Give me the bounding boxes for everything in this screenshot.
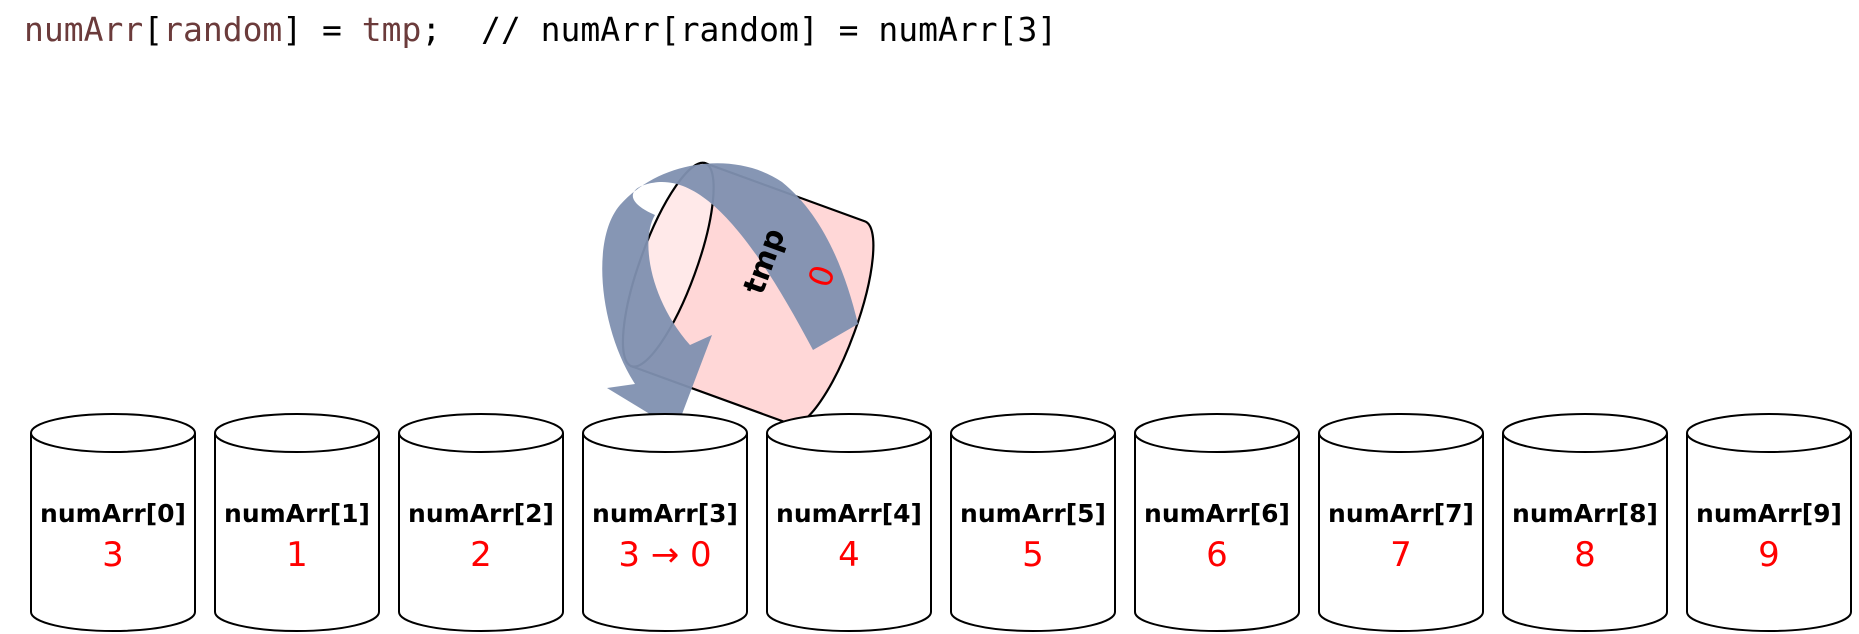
array-cylinder-value: 3 → 0 [618, 535, 711, 575]
array-cylinder-top [214, 413, 380, 453]
array-cylinder-body [1502, 433, 1668, 632]
array-cylinder-label: numArr[6] [1144, 499, 1290, 528]
array-cylinder-label: numArr[3] [592, 499, 738, 528]
array-cylinder-value: 2 [470, 535, 492, 575]
code-token-tmp: tmp [361, 10, 422, 49]
array-cylinder-top [398, 413, 564, 453]
pour-arrow-icon [602, 163, 858, 430]
array-cylinder-top [766, 413, 932, 453]
array-cylinder-label: numArr[1] [224, 499, 370, 528]
array-cylinder-top [30, 413, 196, 453]
array-cylinder-label: numArr[9] [1696, 499, 1842, 528]
array-cylinder-6: numArr[6] 6 [1134, 413, 1300, 632]
array-cylinder-value: 1 [286, 535, 308, 575]
array-cylinder-value: 8 [1574, 535, 1596, 575]
code-token-close-assign: ] = [282, 10, 362, 49]
array-cylinder-label: numArr[7] [1328, 499, 1474, 528]
array-cylinder-label: numArr[5] [960, 499, 1106, 528]
array-cylinder-3: numArr[3] 3 → 0 [582, 413, 748, 632]
array-cylinder-value: 9 [1758, 535, 1780, 575]
array-cylinder-body [398, 433, 564, 632]
code-token-index: random [163, 10, 283, 49]
array-cylinder-top [950, 413, 1116, 453]
array-cylinder-8: numArr[8] 8 [1502, 413, 1668, 632]
array-cylinder-5: numArr[5] 5 [950, 413, 1116, 632]
array-cylinder-body [1134, 433, 1300, 632]
array-cylinder-label: numArr[2] [408, 499, 554, 528]
code-comment: // numArr[random] = numArr[3] [441, 10, 1058, 49]
array-cylinder-value: 7 [1390, 535, 1412, 575]
array-cylinder-value: 5 [1022, 535, 1044, 575]
array-cylinder-label: numArr[0] [40, 499, 186, 528]
code-token-open: [ [143, 10, 164, 49]
array-cylinder-top [1686, 413, 1852, 453]
array-cylinder-label: numArr[4] [776, 499, 922, 528]
array-cylinder-9: numArr[9] 9 [1686, 413, 1852, 632]
array-cylinders: numArr[0] 3 numArr[1] 1 numArr[2] 2 numArr[3] 3… [30, 413, 1852, 632]
array-cylinder-value: 4 [838, 535, 860, 575]
array-cylinder-body [1686, 433, 1852, 632]
array-cylinder-top [582, 413, 748, 453]
code-statement: numArr[random] = tmp; // numArr[random] … [24, 10, 1057, 49]
array-cylinder-body [582, 433, 748, 632]
array-cylinder-top [1502, 413, 1668, 453]
array-cylinder-body [1318, 433, 1484, 632]
array-cylinder-top [1318, 413, 1484, 453]
array-cylinder-body [214, 433, 380, 632]
array-cylinder-body [950, 433, 1116, 632]
array-cylinder-body [30, 433, 196, 632]
array-cylinder-value: 3 [102, 535, 124, 575]
array-cylinder-1: numArr[1] 1 [214, 413, 380, 632]
array-cylinder-4: numArr[4] 4 [766, 413, 932, 632]
array-cylinder-top [1134, 413, 1300, 453]
array-cylinder-label: numArr[8] [1512, 499, 1658, 528]
array-cylinder-7: numArr[7] 7 [1318, 413, 1484, 632]
code-token-array: numArr [24, 10, 144, 49]
array-cylinder-value: 6 [1206, 535, 1228, 575]
array-cylinder-2: numArr[2] 2 [398, 413, 564, 632]
array-cylinder-body [766, 433, 932, 632]
array-cylinder-0: numArr[0] 3 [30, 413, 196, 632]
code-token-semicolon: ; [421, 10, 442, 49]
